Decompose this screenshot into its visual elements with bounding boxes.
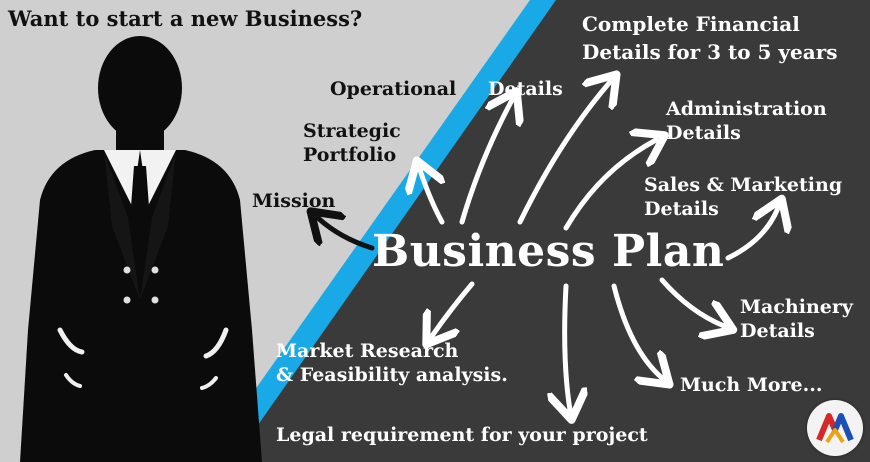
arrow-icon bbox=[565, 283, 570, 410]
logo-mark bbox=[816, 413, 854, 444]
arrow-icon bbox=[563, 140, 656, 231]
machinery-line1: Machinery bbox=[740, 296, 853, 318]
strategic-line2: Portfolio bbox=[303, 143, 397, 166]
arrow-icon bbox=[517, 82, 610, 225]
market-line2: & Feasibility analysis. bbox=[276, 363, 508, 386]
label-financial-details: Complete Financial Details for 3 to 5 ye… bbox=[582, 10, 838, 66]
sales-line2: Details bbox=[644, 197, 719, 220]
arrow-icon bbox=[318, 218, 375, 251]
label-sales-marketing-details: Sales & Marketing Details bbox=[644, 174, 842, 222]
label-operational: Operational bbox=[330, 78, 457, 100]
label-operational-details: Details bbox=[488, 78, 563, 100]
company-logo-icon bbox=[807, 400, 863, 456]
dark-background bbox=[226, 0, 870, 462]
label-strategic-portfolio: Strategic Portfolio bbox=[303, 120, 401, 168]
strategic-line1: Strategic bbox=[303, 120, 401, 142]
arrow-icon bbox=[459, 100, 512, 225]
label-machinery-details: Machinery Details bbox=[740, 296, 853, 344]
label-mission: Mission bbox=[252, 190, 336, 212]
label-legal-requirement: Legal requirement for your project bbox=[276, 424, 648, 446]
financial-line2: Details for 3 to 5 years bbox=[582, 40, 838, 64]
machinery-line2: Details bbox=[740, 319, 815, 342]
arrow-icon bbox=[725, 208, 778, 261]
arrow-icon bbox=[611, 283, 662, 378]
headline: Want to start a new Business? bbox=[8, 6, 363, 31]
business-plan-title: Business Plan bbox=[372, 226, 725, 277]
arrow-icon bbox=[420, 170, 442, 225]
market-line1: Market Research bbox=[276, 340, 459, 362]
label-market-research: Market Research & Feasibility analysis. bbox=[276, 340, 508, 388]
accent-stripe bbox=[204, 0, 556, 462]
label-administration-details: Administration Details bbox=[666, 98, 827, 146]
admin-line2: Details bbox=[666, 121, 741, 144]
sales-line1: Sales & Marketing bbox=[644, 174, 843, 196]
label-much-more: Much More... bbox=[680, 374, 823, 396]
arrow-icon bbox=[659, 277, 724, 326]
financial-line1: Complete Financial bbox=[582, 12, 800, 36]
arrows-group bbox=[318, 82, 778, 410]
admin-line1: Administration bbox=[666, 98, 827, 120]
arrow-icon bbox=[432, 281, 475, 336]
businessman-silhouette bbox=[20, 36, 262, 462]
